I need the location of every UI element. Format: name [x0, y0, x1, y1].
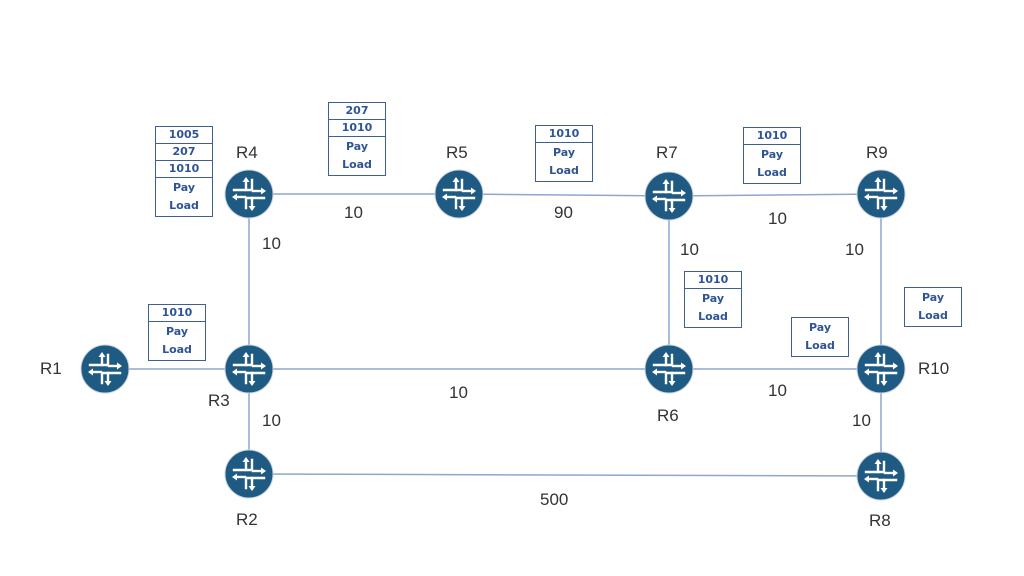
router-icon: [856, 344, 906, 394]
link-metric: 10: [852, 411, 871, 430]
payload-text: Pay: [165, 325, 189, 338]
link-metric: 10: [768, 381, 787, 400]
payload-text: Load: [805, 339, 835, 352]
router-icon: [434, 169, 484, 219]
payload-text: Load: [918, 309, 948, 322]
payload-text: Load: [342, 158, 372, 171]
mpls-label: 1010: [685, 272, 741, 289]
link-r5-r7: [458, 193, 670, 197]
router-icon: [856, 169, 906, 219]
payload-text: Pay: [552, 146, 576, 159]
router-icon-r9[interactable]: [856, 169, 906, 219]
router-icon-r6[interactable]: [644, 344, 694, 394]
router-icon-r10[interactable]: [856, 344, 906, 394]
router-icon: [856, 451, 906, 501]
payload-text: Load: [162, 343, 192, 356]
router-icon-r3[interactable]: [224, 344, 274, 394]
link-metric: 10: [449, 383, 468, 402]
payload-text: Pay: [172, 181, 196, 194]
router-label-r2: R2: [236, 510, 258, 529]
router-icon: [224, 344, 274, 394]
router-label-r4: R4: [236, 143, 258, 162]
router-icon: [224, 449, 274, 499]
links-layer: [105, 193, 882, 477]
link-metric: 90: [554, 203, 573, 222]
router-label-r8: R8: [869, 511, 891, 530]
mpls-label: 1010: [149, 305, 205, 322]
payload-text: Pay: [808, 321, 832, 334]
mpls-label: 1010: [156, 161, 212, 178]
router-icon: [644, 171, 694, 221]
link-metric: 10: [262, 234, 281, 253]
mpls-label: 1010: [536, 126, 592, 143]
router-icon-r5[interactable]: [434, 169, 484, 219]
link-r2-r8: [248, 473, 882, 477]
router-icon: [80, 344, 130, 394]
router-icon-r4[interactable]: [224, 169, 274, 219]
link-metric: 10: [768, 209, 787, 228]
router-icon: [644, 344, 694, 394]
payload-text: Pay: [345, 140, 369, 153]
router-icon: [224, 169, 274, 219]
payload-text: Load: [757, 166, 787, 179]
link-metric: 10: [680, 240, 699, 259]
link-metric: 10: [344, 203, 363, 222]
link-metric: 10: [845, 240, 864, 259]
link-metric: 10: [262, 411, 281, 430]
mpls-label: 1010: [329, 120, 385, 137]
router-icon-r8[interactable]: [856, 451, 906, 501]
router-icon-r1[interactable]: [80, 344, 130, 394]
payload-text: Load: [698, 310, 728, 323]
payload-text: Pay: [921, 291, 945, 304]
mpls-label: 207: [329, 103, 385, 120]
router-label-r1: R1: [40, 359, 62, 378]
router-icon-r2[interactable]: [224, 449, 274, 499]
router-label-r9: R9: [866, 143, 888, 162]
payload-text: Pay: [760, 148, 784, 161]
mpls-label: 1005: [156, 127, 212, 144]
router-label-r5: R5: [446, 143, 468, 162]
payload-text: Load: [549, 164, 579, 177]
link-r7-r9: [668, 193, 882, 197]
router-label-r7: R7: [656, 143, 678, 162]
router-label-r3: R3: [208, 391, 230, 410]
mpls-label: 207: [156, 144, 212, 161]
link-metric: 500: [540, 490, 569, 509]
router-label-r6: R6: [657, 406, 679, 425]
payload-text: Load: [169, 199, 199, 212]
router-label-r10: R10: [918, 359, 950, 378]
mpls-label: 1010: [744, 128, 800, 145]
router-icon-r7[interactable]: [644, 171, 694, 221]
payload-text: Pay: [701, 292, 725, 305]
